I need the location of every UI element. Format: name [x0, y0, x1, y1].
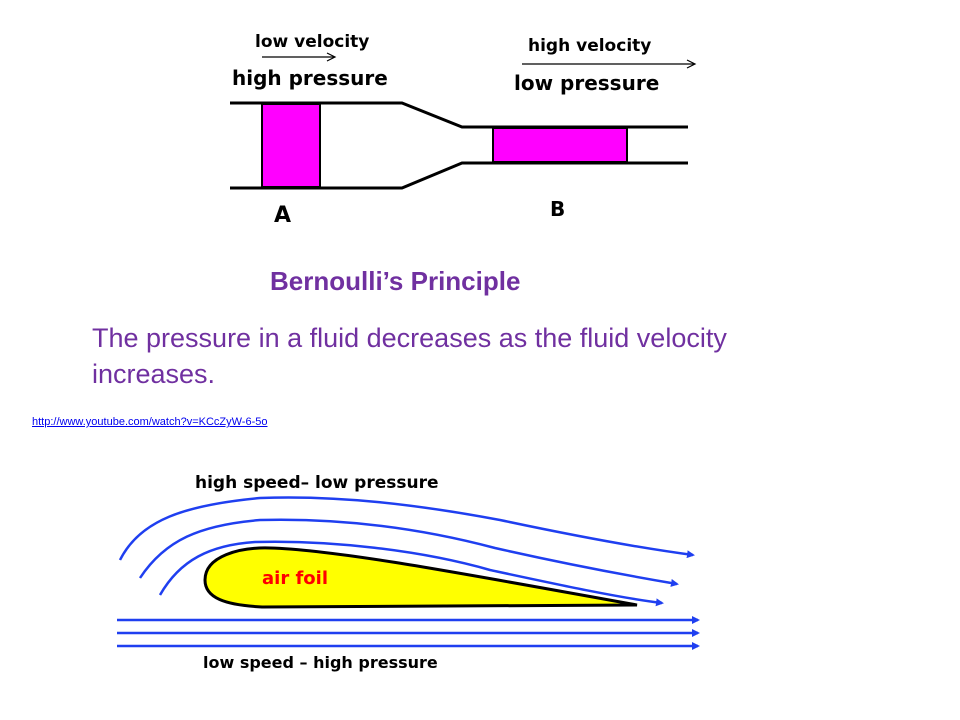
high-velocity-arrow: [522, 59, 697, 69]
streamline-top-3: [158, 540, 664, 607]
air-foil-shape: [203, 546, 638, 609]
streamline-top-1: [118, 496, 695, 561]
piston-b: [492, 127, 628, 163]
label-a: A: [274, 203, 291, 228]
low-velocity-arrow: [262, 52, 337, 62]
streamline-top-2: [138, 518, 679, 587]
airfoil-top-label: high speed– low pressure: [195, 473, 439, 493]
airfoil-bottom-label: low speed – high pressure: [203, 653, 438, 672]
label-b: B: [550, 197, 565, 221]
piston-a: [261, 103, 321, 188]
high-pressure-label: high pressure: [232, 66, 388, 90]
air-foil-label: air foil: [262, 568, 328, 589]
principle-title: Bernoulli’s Principle: [270, 266, 521, 296]
low-velocity-label: low velocity: [255, 32, 369, 52]
low-pressure-label: low pressure: [514, 71, 659, 95]
principle-statement: The pressure in a fluid decreases as the…: [92, 323, 727, 389]
youtube-link[interactable]: http://www.youtube.com/watch?v=KCcZyW-6-…: [32, 416, 268, 428]
high-velocity-label: high velocity: [528, 36, 651, 56]
venturi-diagram: low velocity high pressure high velocity…: [230, 32, 697, 228]
